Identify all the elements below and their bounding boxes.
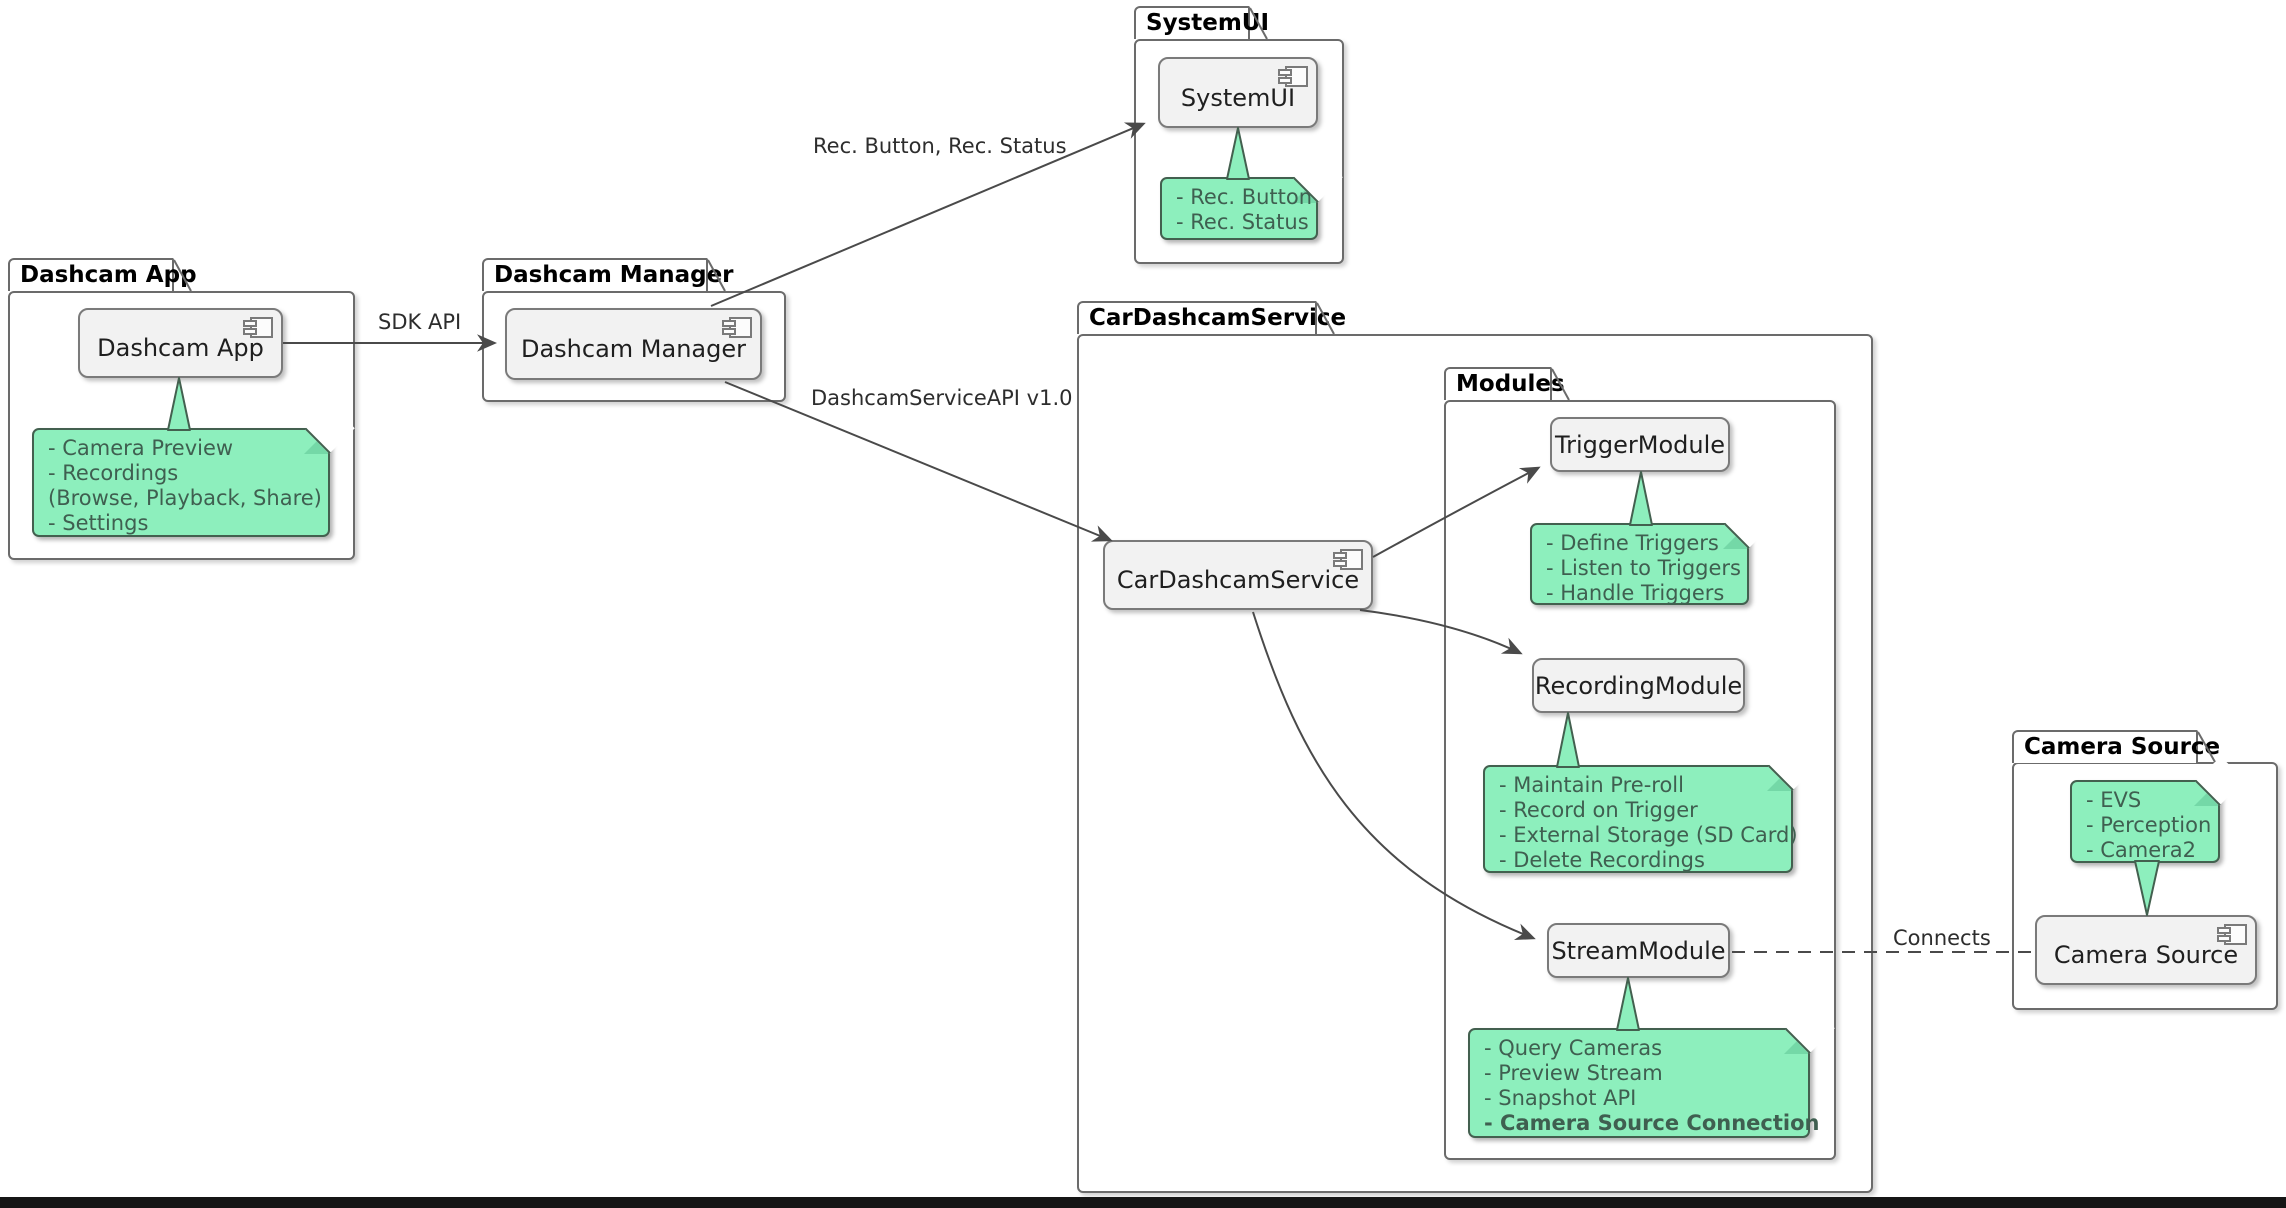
note-dashcam-app: - Camera Preview - Recordings (Browse, P… <box>32 428 330 537</box>
component-dashcam-manager: Dashcam Manager <box>505 308 762 380</box>
note-stream-module: - Query Cameras - Preview Stream - Snaps… <box>1468 1028 1820 1138</box>
component-label: SystemUI <box>1180 83 1296 112</box>
edge-label-connects: Connects <box>1893 926 1991 950</box>
component-label: TriggerModule <box>1554 430 1726 459</box>
package-camera-source-tab: Camera Source <box>2012 730 2220 763</box>
note-systemui: - Rec. Button - Rec. Status <box>1160 177 1318 240</box>
edge-label-dashcam-service-api: DashcamServiceAPI v1.0 <box>811 386 1073 410</box>
package-dashcam-app-tab: Dashcam App <box>8 258 197 291</box>
component-recording-module: RecordingModule <box>1532 658 1745 713</box>
note-line: - Camera2 <box>2086 838 2197 862</box>
note-line: - Define Triggers <box>1546 531 1719 555</box>
note-line: - Query Cameras <box>1484 1036 1663 1060</box>
component-label: Camera Source <box>2053 941 2239 969</box>
note-line: - Preview Stream <box>1484 1061 1663 1085</box>
note-line: - Settings <box>48 511 149 535</box>
component-label: StreamModule <box>1551 936 1726 965</box>
package-dashcam-manager-tab: Dashcam Manager <box>482 258 734 291</box>
note-line: - Camera Preview <box>48 436 234 460</box>
note-line: - EVS <box>2086 788 2142 812</box>
edge-label-rec-button-status: Rec. Button, Rec. Status <box>813 134 1067 158</box>
note-recording-module: - Maintain Pre-roll - Record on Trigger … <box>1483 765 1798 873</box>
note-line: - Handle Triggers <box>1546 581 1725 605</box>
component-label: Dashcam App <box>97 334 264 362</box>
note-line: - Maintain Pre-roll <box>1499 773 1684 797</box>
note-line: (Browse, Playback, Share) <box>48 486 322 510</box>
note-line: - Delete Recordings <box>1499 848 1705 872</box>
component-icon <box>243 317 273 338</box>
note-line: - External Storage (SD Card) <box>1499 823 1798 847</box>
note-line: - Perception <box>2086 813 2212 837</box>
component-icon <box>2217 924 2247 945</box>
component-car-dashcam-service: CarDashcamService <box>1103 540 1373 610</box>
component-label: Dashcam Manager <box>520 335 746 363</box>
note-line: - Record on Trigger <box>1499 798 1698 822</box>
note-line: - Snapshot API <box>1484 1086 1637 1110</box>
note-line: - Rec. Button <box>1176 185 1313 209</box>
note-line: - Listen to Triggers <box>1546 556 1741 580</box>
package-car-dashcam-service-tab: CarDashcamService <box>1077 301 1346 334</box>
note-trigger-module: - Define Triggers - Listen to Triggers -… <box>1530 523 1749 605</box>
component-camera-source: Camera Source <box>2035 915 2257 985</box>
component-icon <box>722 317 752 338</box>
note-camera-source: - EVS - Perception - Camera2 <box>2070 780 2220 863</box>
note-line: - Recordings <box>48 461 179 485</box>
bottom-window-edge <box>0 1197 2286 1208</box>
edge-label-sdk-api: SDK API <box>378 310 462 334</box>
note-line: - Rec. Status <box>1176 210 1309 234</box>
package-systemui-tab: SystemUI <box>1134 6 1269 39</box>
component-label: RecordingModule <box>1534 671 1743 700</box>
package-modules-tab: Modules <box>1444 367 1565 400</box>
component-stream-module: StreamModule <box>1547 923 1730 978</box>
component-icon <box>1333 549 1363 570</box>
component-icon <box>1278 66 1308 87</box>
note-line-bold: - Camera Source Connection <box>1484 1111 1820 1135</box>
component-label: CarDashcamService <box>1116 566 1360 594</box>
component-systemui: SystemUI <box>1158 57 1318 128</box>
component-dashcam-app: Dashcam App <box>78 308 283 378</box>
component-trigger-module: TriggerModule <box>1550 417 1730 472</box>
